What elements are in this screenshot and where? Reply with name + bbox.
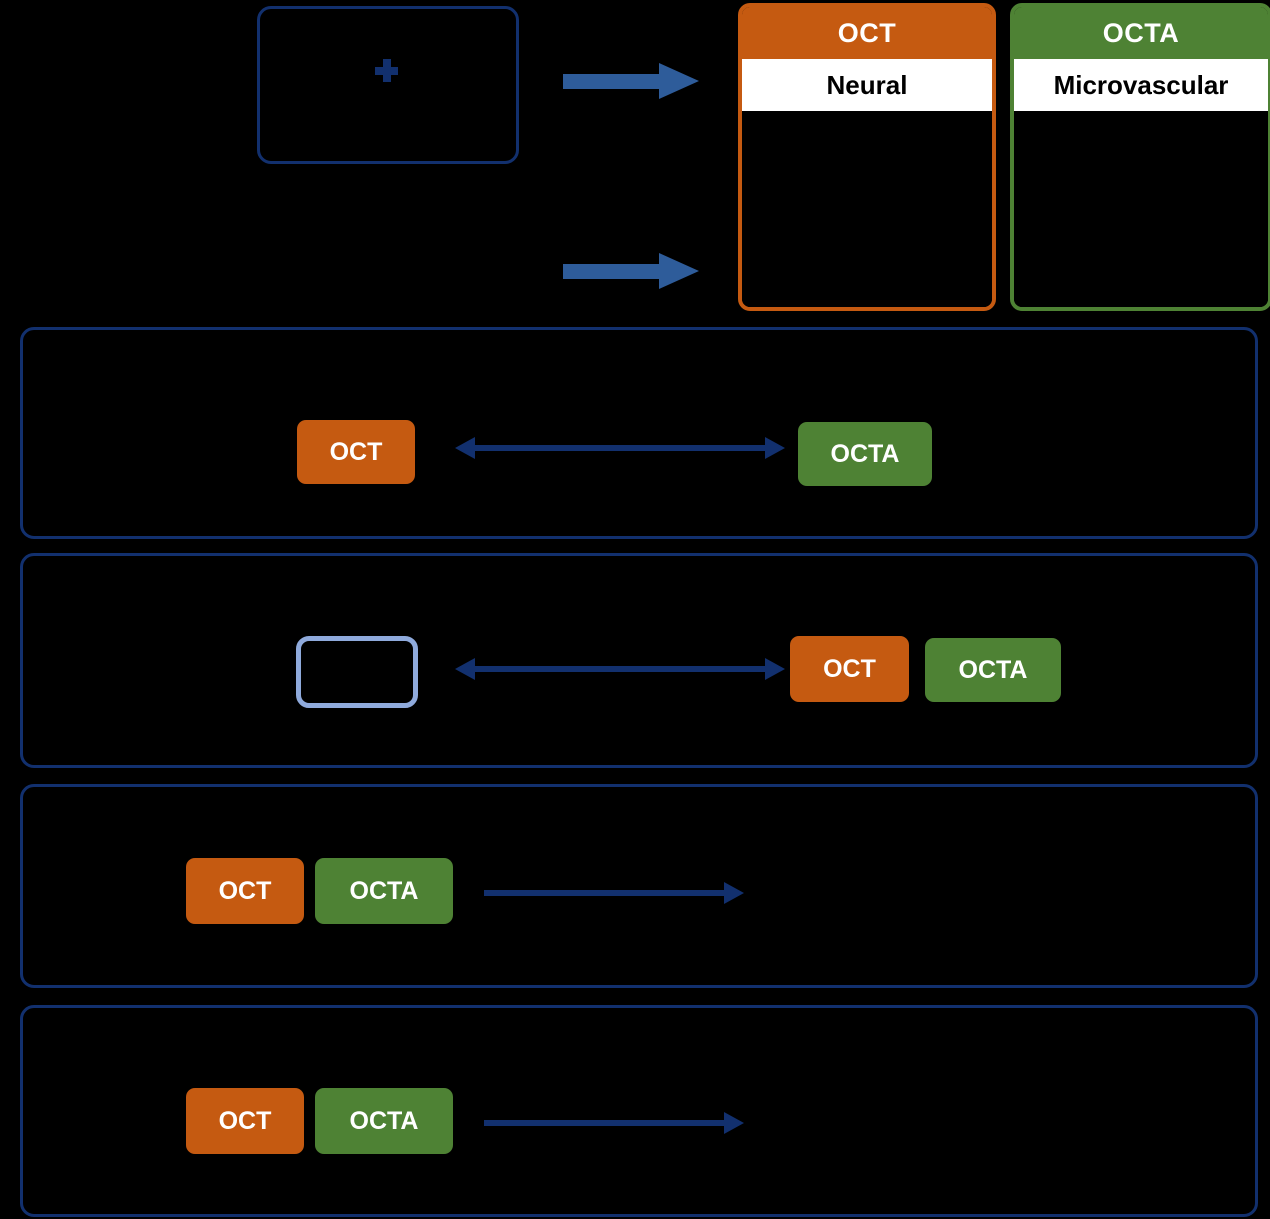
card-band-oct: Neural bbox=[742, 59, 992, 111]
arrow-shaft bbox=[471, 666, 769, 672]
plus-icon bbox=[375, 59, 398, 82]
section5-arrow-right bbox=[484, 1112, 744, 1134]
arrow-head-right-icon bbox=[765, 658, 785, 680]
section5-box-oct: OCT bbox=[186, 1088, 304, 1154]
arrow-head-right-icon bbox=[724, 1112, 744, 1134]
arrow-head-right-icon bbox=[724, 882, 744, 904]
section2-box-octa: OCTA bbox=[798, 422, 932, 486]
arrow-shaft bbox=[563, 264, 663, 279]
section3-box-octa: OCTA bbox=[925, 638, 1061, 702]
section4-arrow-right bbox=[484, 882, 744, 904]
modality-card-octa: OCTA Microvascular bbox=[1010, 3, 1270, 311]
arrow-shaft bbox=[484, 890, 726, 896]
section2-box-oct: OCT bbox=[297, 420, 415, 484]
arrow-head-right-icon bbox=[659, 63, 699, 99]
arrow-shaft bbox=[563, 74, 663, 89]
arrow-head-left-icon bbox=[455, 658, 475, 680]
card-body-octa-image bbox=[1014, 111, 1268, 307]
section3-arrow-bidirectional bbox=[455, 658, 785, 680]
modality-card-oct: OCT Neural bbox=[738, 3, 996, 311]
card-header-octa: OCTA bbox=[1014, 7, 1268, 59]
section4-box-octa: OCTA bbox=[315, 858, 453, 924]
arrow-shaft bbox=[471, 445, 769, 451]
section4-box-oct: OCT bbox=[186, 858, 304, 924]
section2-arrow-bidirectional bbox=[455, 437, 785, 459]
arrow-shaft bbox=[484, 1120, 726, 1126]
arrow-head-right-icon bbox=[659, 253, 699, 289]
arrow-head-left-icon bbox=[455, 437, 475, 459]
block-arrow-bottom bbox=[563, 253, 699, 289]
arrow-head-right-icon bbox=[765, 437, 785, 459]
scan-frame-box bbox=[257, 6, 519, 164]
section-panel-2 bbox=[20, 327, 1258, 539]
card-body-oct-image bbox=[742, 111, 992, 307]
card-header-oct: OCT bbox=[742, 7, 992, 59]
section3-box-empty-outline bbox=[296, 636, 418, 708]
card-band-octa: Microvascular bbox=[1014, 59, 1268, 111]
section5-box-octa: OCTA bbox=[315, 1088, 453, 1154]
section-panel-4 bbox=[20, 784, 1258, 988]
block-arrow-top bbox=[563, 63, 699, 99]
section3-box-oct: OCT bbox=[790, 636, 909, 702]
